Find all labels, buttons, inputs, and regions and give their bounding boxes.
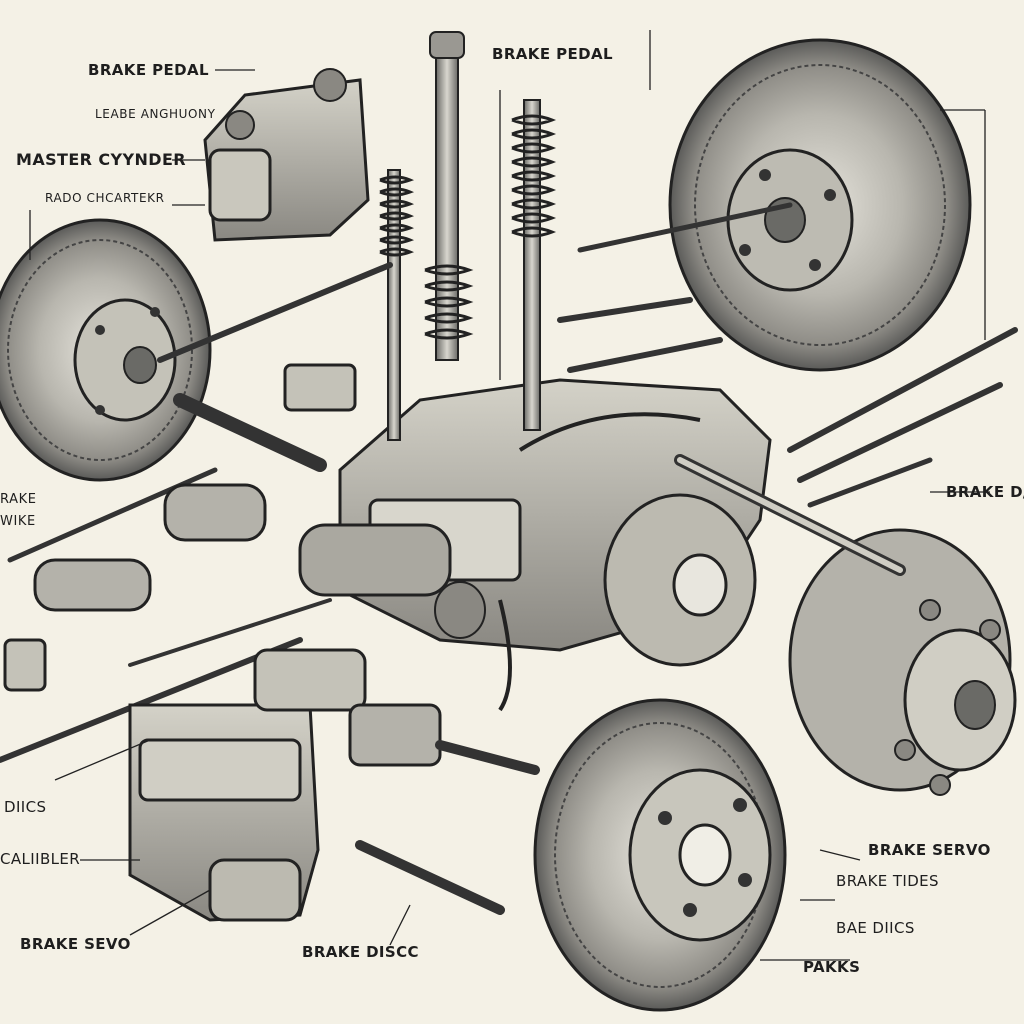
label-brake-servo-right: BRAKE SERVO xyxy=(868,841,991,859)
label-paks: PAKKS xyxy=(803,958,861,976)
label-master-cylinder: MASTER CYYNDER xyxy=(16,150,186,169)
label-brake-tides: BRAKE TIDES xyxy=(836,872,939,890)
hub-right xyxy=(788,528,1017,796)
wheel-cylinders-left xyxy=(3,363,357,692)
label-brake-pedal-left: BRAKE PEDAL xyxy=(88,61,209,79)
disc-top-right xyxy=(668,38,972,372)
spring-rod-left xyxy=(379,169,415,441)
leader-lines xyxy=(29,30,990,961)
label-rado-chartek: RADO CHCARTEKR xyxy=(45,191,165,205)
label-bae-dics: BAE DIICS xyxy=(836,919,915,937)
master-cylinder-part xyxy=(203,68,370,242)
caliper-bottom-left xyxy=(128,703,320,922)
center-rod xyxy=(424,31,474,361)
label-wike: WIKE xyxy=(0,514,36,529)
label-brake-disc-bottom: BRAKE DISCC xyxy=(302,943,419,961)
label-rake: RAKE xyxy=(0,492,37,507)
central-assembly xyxy=(298,378,906,712)
disc-left xyxy=(0,218,212,482)
label-leabe-anghuony: LEABE ANGHUONY xyxy=(95,107,216,121)
linkage-bottom xyxy=(253,648,540,915)
label-brake-pedal-top: BRAKE PEDAL xyxy=(492,45,613,63)
label-brake-d: BRAKE D/ xyxy=(946,483,1024,501)
brake-lines xyxy=(0,202,1018,763)
label-discs: DIICS xyxy=(4,798,47,816)
label-caliber: CALIIBLER xyxy=(0,850,81,868)
spring-rod-right xyxy=(511,99,557,431)
label-brake-servo-left: BRAKE SEVO xyxy=(20,935,131,953)
disc-bottom xyxy=(533,698,787,1012)
